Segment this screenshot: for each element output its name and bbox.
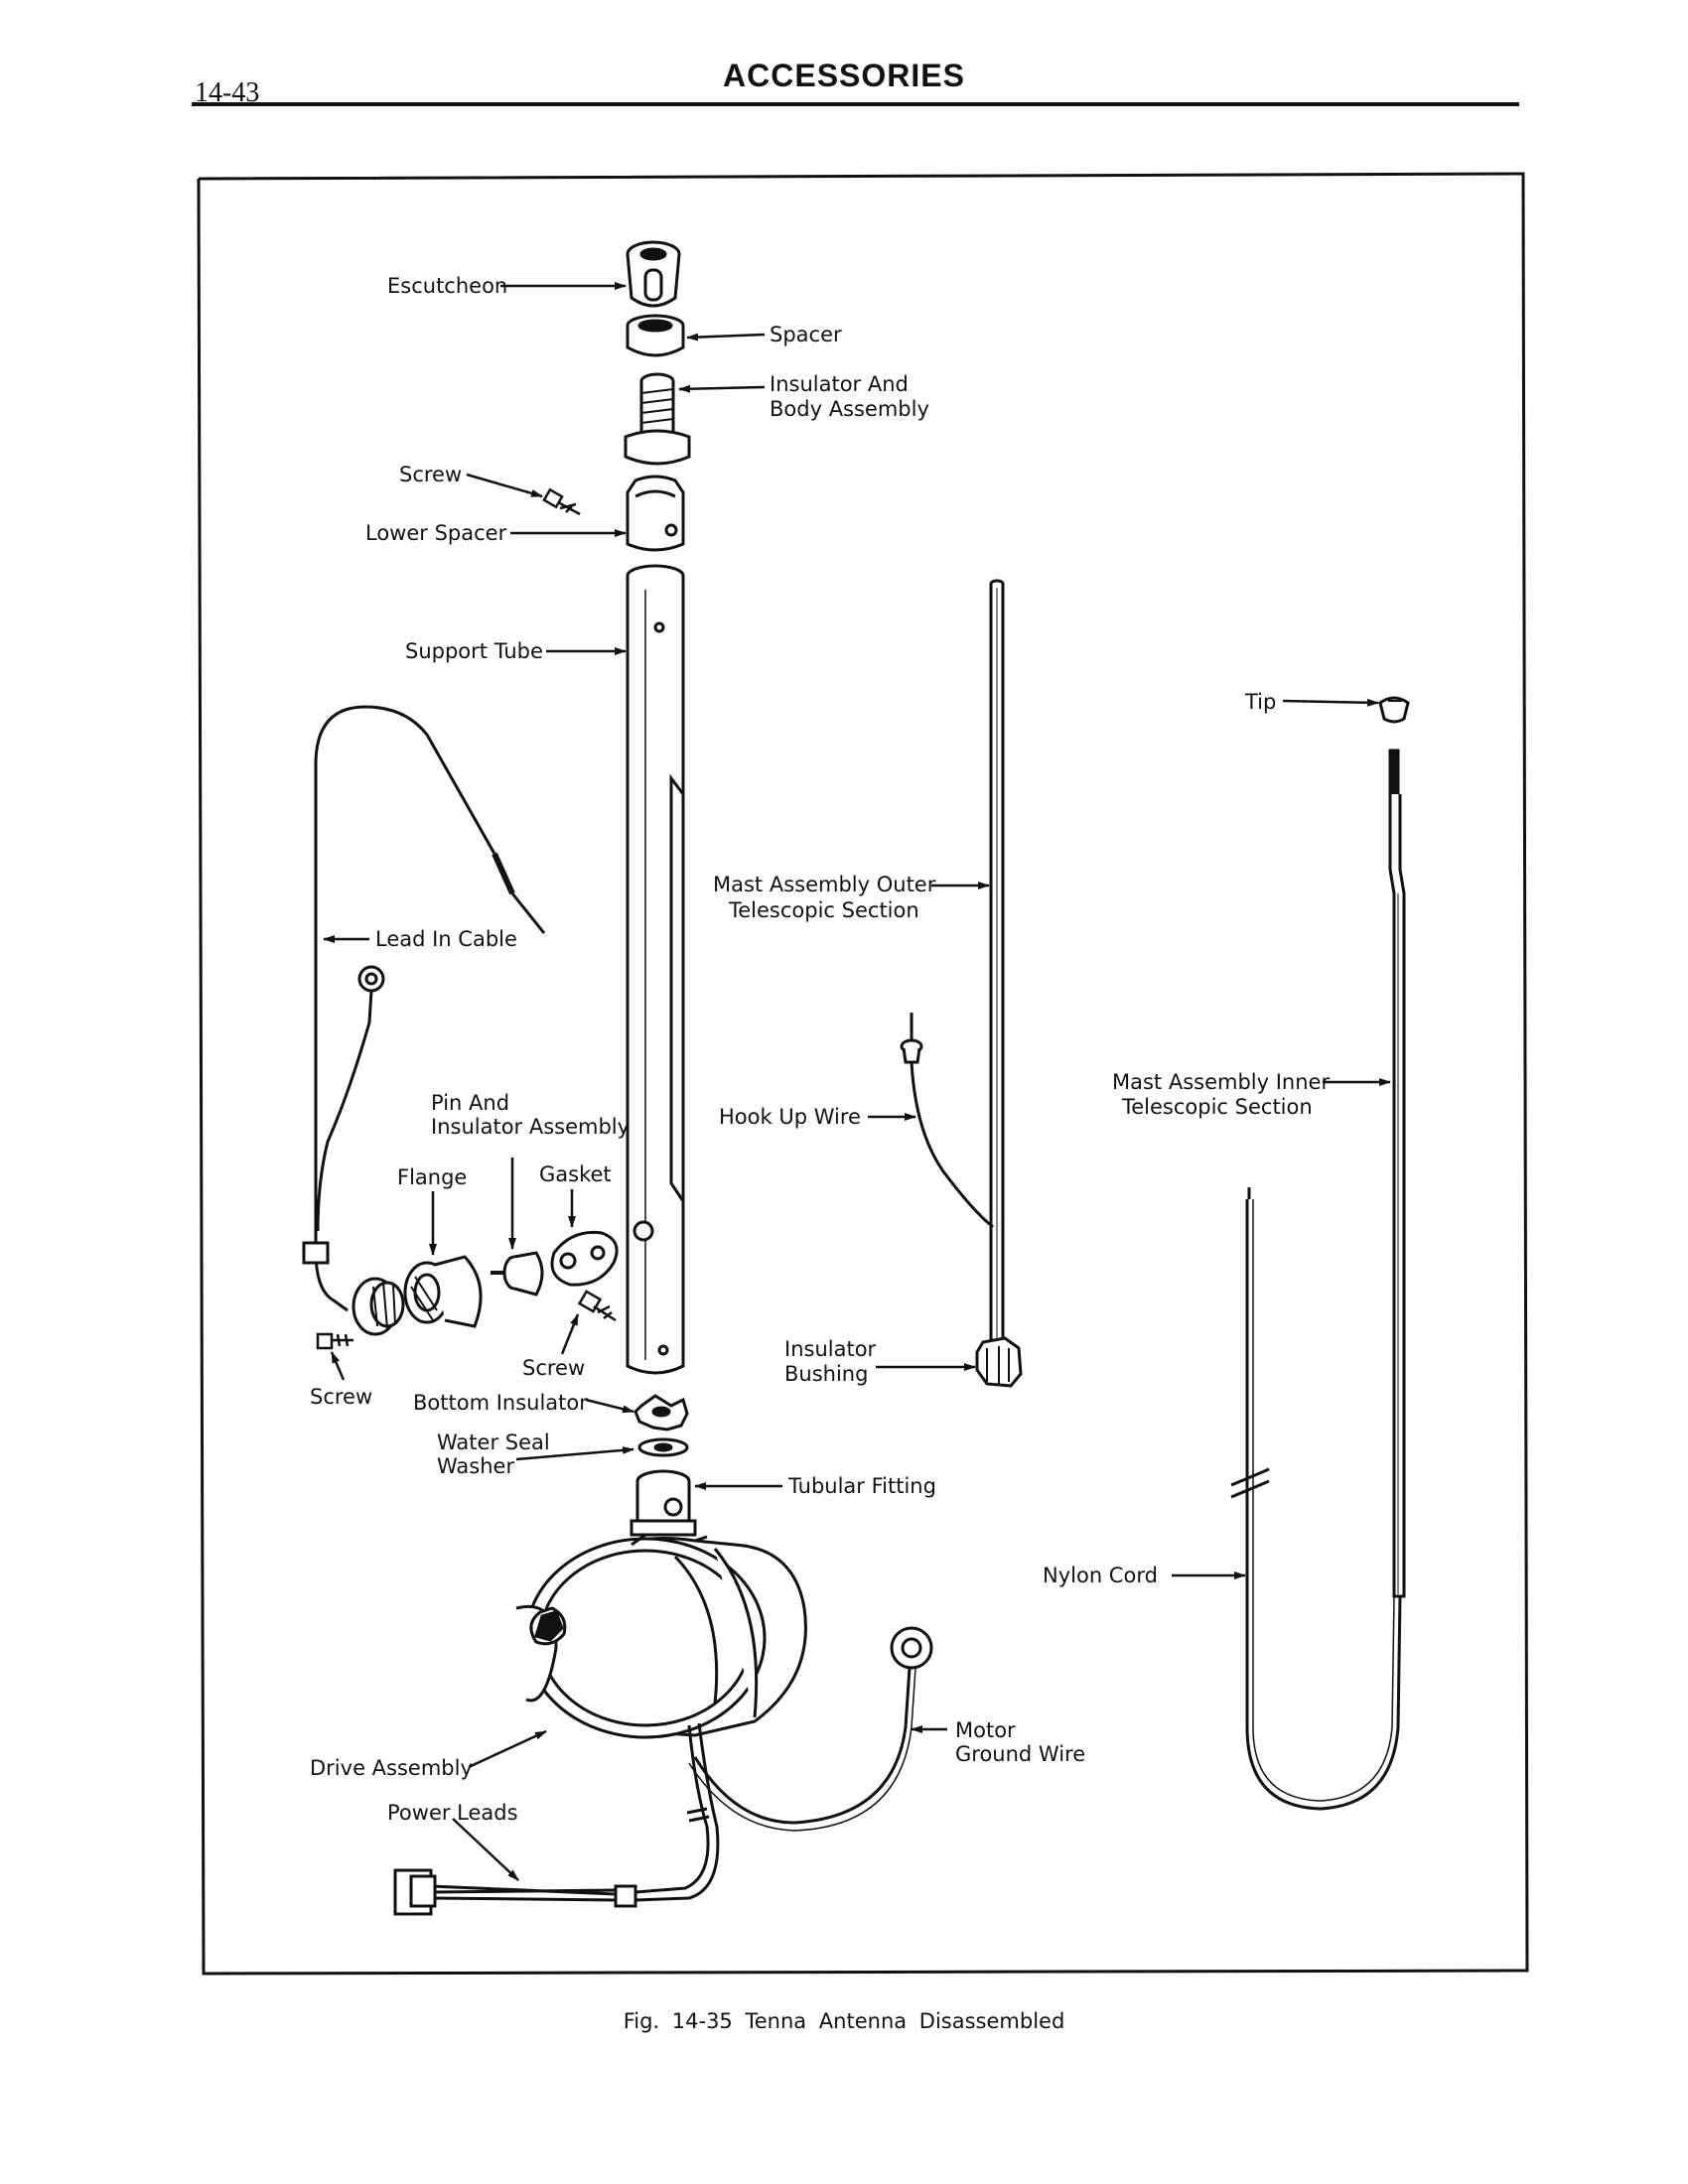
nylon-cord-part (1230, 1187, 1402, 1811)
spacer-part (626, 314, 685, 357)
label-mast-outer-line1: Mast Assembly Outer (713, 873, 936, 896)
support-tube-part (626, 564, 685, 1375)
insulator-body-part (624, 372, 691, 466)
label-gasket: Gasket (539, 1162, 612, 1186)
label-power-leads: Power Leads (387, 1801, 518, 1825)
pin-insulator-part (491, 1251, 544, 1297)
motor-ground-wire-part (688, 1626, 933, 1832)
mast-outer-part (975, 579, 1023, 1388)
label-spacer: Spacer (770, 323, 842, 346)
mast-inner-part (1388, 749, 1406, 1598)
label-nylon-cord: Nylon Cord (1043, 1564, 1158, 1587)
lower-spacer-part (626, 475, 685, 552)
label-insulator-body-line1: Insulator And (770, 372, 909, 396)
screw-mid-part (577, 1290, 617, 1322)
label-drive-assembly: Drive Assembly (310, 1756, 473, 1780)
label-water-seal-line1: Water Seal (437, 1431, 550, 1454)
header-rule (192, 102, 1519, 106)
figure-caption: Fig. 14-35 Tenna Antenna Disassembled (623, 2009, 1065, 2033)
flange-part (403, 1255, 483, 1328)
cable-connector-part (352, 1277, 405, 1336)
label-mast-inner-line2: Telescopic Section (1121, 1095, 1313, 1119)
screw-left-part (316, 1332, 353, 1350)
label-tip: Tip (1244, 690, 1276, 714)
label-support-tube: Support Tube (405, 639, 543, 663)
label-hook-up-wire: Hook Up Wire (719, 1105, 861, 1129)
power-leads-part (393, 1722, 720, 1916)
label-screw-top: Screw (399, 463, 462, 486)
hook-up-wire-part (900, 1013, 994, 1229)
label-lead-in-cable: Lead In Cable (375, 927, 517, 951)
leader-lines (323, 282, 1391, 1881)
page-title: ACCESSORIES (723, 58, 965, 93)
label-screw-mid: Screw (522, 1356, 585, 1380)
drive-assembly-part (515, 1533, 807, 1739)
water-seal-washer-part (637, 1437, 689, 1457)
label-flange: Flange (397, 1165, 467, 1189)
tip-part (1378, 696, 1410, 724)
gasket-part (550, 1230, 619, 1287)
screw-top-part (542, 487, 581, 516)
label-insulator-bushing-line2: Bushing (784, 1362, 868, 1386)
label-motor-ground-line1: Motor (955, 1718, 1016, 1742)
label-lower-spacer: Lower Spacer (365, 521, 507, 545)
label-mast-outer-line2: Telescopic Section (728, 898, 919, 922)
label-pin-insulator-line2: Insulator Assembly (431, 1115, 630, 1139)
label-screw-left: Screw (310, 1385, 372, 1409)
label-pin-insulator-line1: Pin And (431, 1091, 509, 1115)
figure-frame (197, 172, 1529, 1976)
label-water-seal-line2: Washer (437, 1454, 514, 1478)
label-escutcheon: Escutcheon (387, 274, 507, 298)
bottom-insulator-part (633, 1394, 689, 1432)
tubular-fitting-part (630, 1469, 697, 1537)
label-tubular-fitting: Tubular Fitting (787, 1474, 936, 1498)
label-mast-inner-line1: Mast Assembly Inner (1112, 1070, 1330, 1094)
lead-in-cable-part (302, 705, 546, 1312)
label-bottom-insulator: Bottom Insulator (413, 1391, 588, 1415)
label-motor-ground-line2: Ground Wire (955, 1742, 1085, 1766)
label-insulator-bushing-line1: Insulator (784, 1337, 877, 1361)
escutcheon-part (626, 240, 681, 308)
label-insulator-body-line2: Body Assembly (770, 397, 929, 421)
